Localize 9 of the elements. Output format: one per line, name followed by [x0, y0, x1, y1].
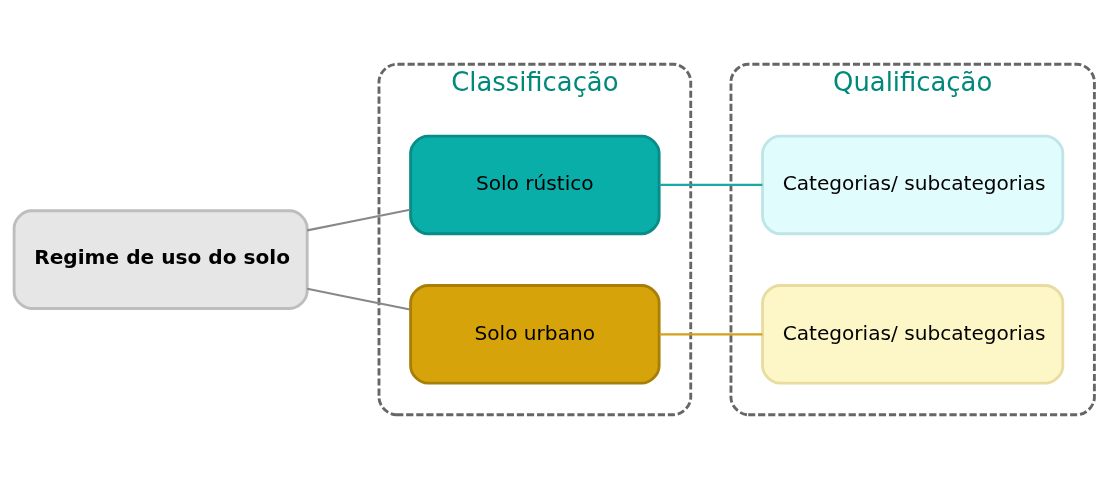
node-box: Solo rústico [409, 134, 661, 236]
node-box: Categorias/ subcategorias [761, 134, 1065, 236]
connector [307, 208, 411, 232]
connector [307, 287, 411, 311]
connector [659, 333, 763, 336]
node-box: Regime de uso do solo [12, 209, 309, 310]
connector [659, 183, 763, 186]
node-box: Categorias/ subcategorias [761, 284, 1065, 385]
node-box: Solo urbano [409, 284, 661, 385]
